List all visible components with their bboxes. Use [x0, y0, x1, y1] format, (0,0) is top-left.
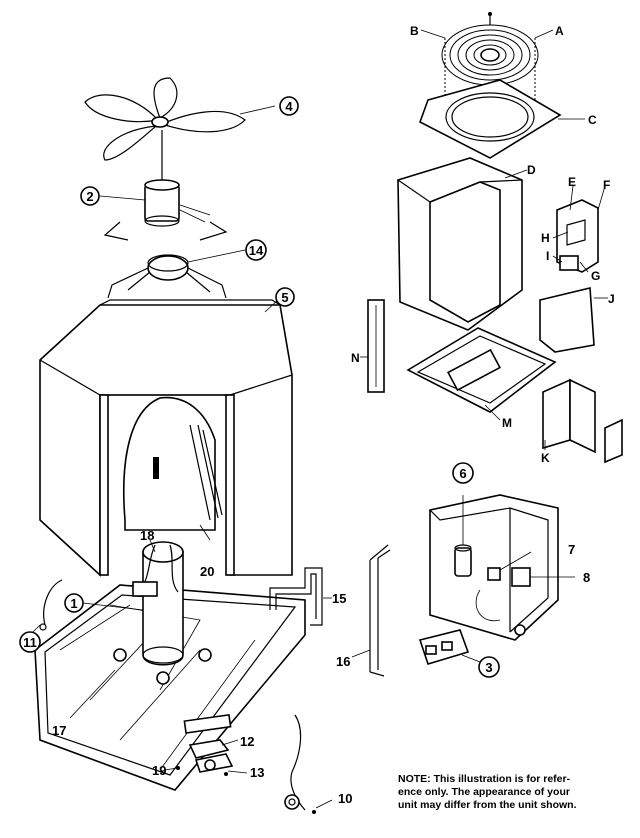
leader-D	[504, 169, 528, 179]
svg-text:14: 14	[249, 243, 264, 258]
leader-B-tip	[420, 29, 446, 39]
leader-7	[499, 551, 532, 571]
coil-guard	[397, 157, 523, 331]
label-8: 8	[583, 570, 590, 585]
label-B: B	[410, 24, 419, 38]
leader-13	[227, 770, 248, 774]
contactor	[418, 629, 470, 665]
base-pan	[34, 584, 306, 791]
motor-mount	[103, 221, 228, 299]
svg-text:4: 4	[285, 99, 293, 114]
svg-text:11: 11	[23, 635, 37, 650]
label-F: F	[603, 178, 610, 192]
label-N: N	[351, 351, 360, 365]
label-K: K	[541, 451, 550, 465]
leader-2	[99, 195, 146, 201]
svg-text:5: 5	[281, 290, 288, 305]
label-12: 12	[240, 734, 254, 749]
top-panel	[419, 79, 562, 159]
tubing-16	[369, 544, 391, 677]
label-A: A	[555, 24, 564, 38]
leader-20	[199, 524, 211, 541]
note-line-3: unit may differ from the unit shown.	[398, 799, 577, 811]
label-H: H	[541, 231, 550, 245]
base-pan-small	[406, 327, 557, 413]
label-E: E	[568, 175, 576, 189]
callout-6: 6	[452, 462, 474, 484]
callout-11: 11	[19, 631, 41, 653]
label-D: D	[527, 163, 536, 177]
leader-17	[69, 669, 116, 719]
label-G: G	[591, 269, 600, 283]
access-panel-J	[539, 287, 595, 353]
leader-16	[351, 649, 371, 658]
leader-I	[552, 255, 563, 263]
service-valves	[176, 713, 234, 776]
leader-19	[164, 767, 178, 771]
fan-motor	[144, 130, 211, 227]
reference-note: NOTE: This illustration is for refer- en…	[398, 773, 577, 811]
leader-12	[221, 739, 239, 746]
leader-11	[31, 624, 41, 634]
callout-1: 1	[64, 593, 84, 613]
svg-text:3: 3	[485, 660, 492, 675]
label-15: 15	[332, 591, 346, 606]
leader-E	[569, 185, 574, 211]
leader-14	[187, 249, 246, 263]
label-J: J	[608, 292, 615, 306]
coil-guard-panel	[367, 299, 385, 393]
leader-H	[552, 231, 569, 239]
label-10: 10	[338, 791, 352, 806]
power-cord	[39, 579, 63, 631]
control-box-cover	[556, 199, 599, 273]
callout-14: 14	[245, 239, 267, 261]
svg-text:6: 6	[459, 466, 466, 481]
leader-F	[597, 185, 606, 211]
label-7: 7	[568, 542, 575, 557]
label-I: I	[546, 249, 549, 263]
label-20: 20	[200, 564, 214, 579]
leader-18	[149, 539, 156, 553]
label-M: M	[502, 416, 512, 430]
leader-4	[239, 105, 276, 115]
label-19: 19	[152, 763, 166, 778]
svg-text:2: 2	[86, 189, 93, 204]
label-13: 13	[250, 765, 264, 780]
callout-5: 5	[275, 287, 295, 307]
coil-opening	[122, 396, 223, 531]
fan-guard	[441, 12, 539, 86]
suction-tube	[269, 567, 323, 626]
note-line-1: NOTE: This illustration is for refer-	[398, 773, 571, 785]
callout-2: 2	[80, 186, 100, 206]
callout-3: 3	[478, 656, 500, 678]
callout-4: 4	[279, 96, 299, 116]
label-16: 16	[336, 654, 350, 669]
control-box	[429, 494, 559, 641]
fan-blade	[84, 77, 246, 161]
leader-10	[315, 799, 333, 809]
leader-1	[82, 602, 144, 611]
label-C: C	[588, 113, 597, 127]
leader-3	[461, 654, 481, 663]
label-17: 17	[52, 723, 66, 738]
leader-M	[484, 404, 501, 421]
label-18: 18	[140, 528, 154, 543]
capillary-coil	[284, 714, 316, 814]
leader-G	[579, 261, 589, 273]
leader-A-tip	[534, 29, 554, 39]
corner-panel-K	[542, 378, 623, 464]
svg-text:1: 1	[70, 596, 77, 611]
note-line-2: ence only. The appearance of your	[398, 786, 570, 798]
condenser-coil	[39, 299, 293, 577]
